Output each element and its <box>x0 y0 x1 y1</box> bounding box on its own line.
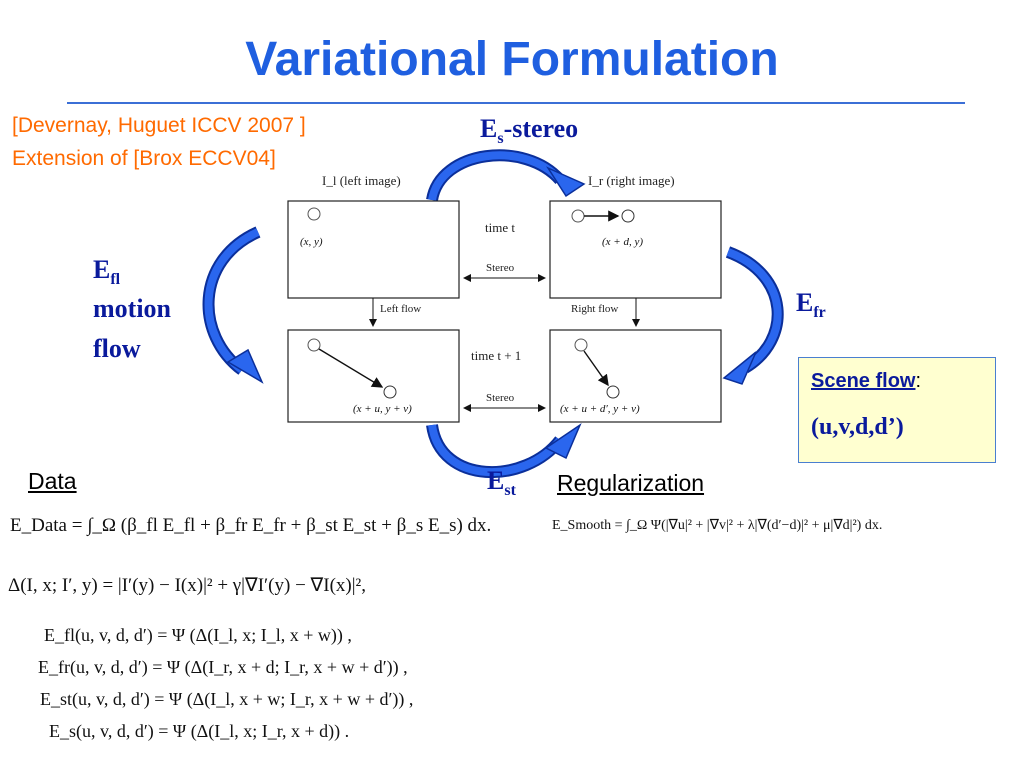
title-divider <box>67 102 965 104</box>
scene-flow-box: Scene flow: (u,v,d,d’) <box>798 357 996 463</box>
right-image-label: I_r (right image) <box>588 173 675 188</box>
pixel-br-end <box>606 385 620 399</box>
stereo-curved-arrow <box>426 149 586 202</box>
citation-line-1: [Devernay, Huguet ICCV 2007 ] <box>12 114 306 137</box>
left-image-label: I_l (left image) <box>322 173 401 188</box>
pixel-tr-start <box>571 209 585 223</box>
right-flow-curved-arrow <box>722 246 784 385</box>
equation-es: E_s(u, v, d, d′) = Ψ (Δ(I_l, x; I_r, x +… <box>49 721 350 741</box>
citation-line-2: Extension of [Brox ECCV04] <box>12 147 276 170</box>
pixel-tl <box>307 207 321 221</box>
energy-stereo-label: Es-stereo <box>480 114 579 148</box>
motion-label: motion <box>93 294 171 323</box>
right-flow-label: Right flow <box>571 303 619 315</box>
data-header: Data <box>28 468 77 494</box>
regularization-header: Regularization <box>557 470 705 496</box>
stereo-time-curved-arrow <box>426 422 582 479</box>
scene-flow-vars: (u,v,d,d’) <box>811 414 904 440</box>
pixel-tr-end <box>621 209 635 223</box>
energy-st-label: Est <box>487 466 516 500</box>
equation-est: E_st(u, v, d, d′) = Ψ (Δ(I_l, x + w; I_r… <box>40 689 414 709</box>
coord-top-left: (x, y) <box>300 236 323 248</box>
equation-smooth: E_Smooth = ∫_Ω Ψ(|∇u|² + |∇v|² + λ|∇(d′−… <box>552 518 883 533</box>
scene-flow-heading: Scene flow: <box>811 370 922 392</box>
coord-bottom-left: (x + u, y + v) <box>353 403 412 415</box>
equation-efl: E_fl(u, v, d, d′) = Ψ (Δ(I_l, x; I_l, x … <box>44 625 352 645</box>
left-flow-curved-arrow <box>202 226 264 384</box>
pixel-bl-end <box>383 385 397 399</box>
equation-delta: Δ(I, x; I′, y) = |I′(y) − I(x)|² + γ|∇I′… <box>8 575 366 596</box>
equation-data: E_Data = ∫_Ω (β_fl E_fl + β_fr E_fr + β_… <box>10 515 492 536</box>
right-image-t1-box <box>549 329 722 423</box>
pixel-br-start <box>574 338 588 352</box>
flow-label: flow <box>93 334 141 363</box>
coord-top-right: (x + d, y) <box>602 236 644 248</box>
coord-bottom-right: (x + u + d′, y + v) <box>560 403 640 415</box>
pixel-bl-start <box>307 338 321 352</box>
time-t1-label: time t + 1 <box>471 348 522 363</box>
left-flow-label: Left flow <box>380 303 422 315</box>
equation-efr: E_fr(u, v, d, d′) = Ψ (Δ(I_r, x + d; I_r… <box>38 657 408 677</box>
stereo-label-t: Stereo <box>486 262 515 274</box>
time-t-label: time t <box>485 220 515 235</box>
stereo-label-t1: Stereo <box>486 392 515 404</box>
energy-fl-label: Efl <box>93 255 121 289</box>
energy-fr-label: Efr <box>796 288 826 322</box>
slide-title: Variational Formulation <box>245 33 779 86</box>
